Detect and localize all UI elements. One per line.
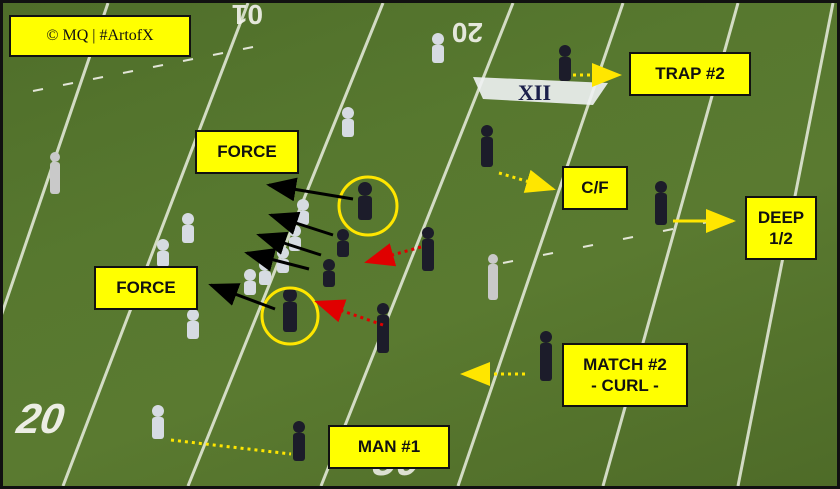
player-figure bbox=[244, 269, 256, 295]
label-man: MAN #1 bbox=[328, 425, 450, 469]
player-figure bbox=[293, 421, 305, 461]
field-logo: XII bbox=[473, 77, 608, 105]
player-figure bbox=[187, 309, 199, 339]
label-match-line1: MATCH #2 bbox=[583, 354, 667, 374]
player-figure bbox=[323, 259, 335, 287]
label-cf: C/F bbox=[562, 166, 628, 210]
player-figure bbox=[358, 182, 372, 220]
label-trap: TRAP #2 bbox=[629, 52, 751, 96]
player-figure bbox=[540, 331, 552, 381]
player-figure bbox=[152, 405, 164, 439]
player-figure bbox=[481, 125, 493, 167]
number-bottom-left: 20 bbox=[10, 396, 72, 443]
player-figure bbox=[297, 199, 309, 225]
football-field: 01 20 20 30 XII bbox=[3, 3, 835, 486]
player-figure bbox=[377, 303, 389, 353]
label-match-line2: - CURL - bbox=[591, 376, 659, 395]
label-deep: DEEP 1/2 bbox=[745, 196, 817, 260]
arrow-icon bbox=[266, 177, 354, 202]
player-figure bbox=[337, 229, 349, 257]
player-figure bbox=[50, 152, 60, 194]
blitz-arrows bbox=[314, 243, 422, 327]
number-top-left: 01 bbox=[232, 3, 263, 30]
force-arrows bbox=[208, 177, 354, 311]
label-force-bottom: FORCE bbox=[94, 266, 198, 310]
arrow-icon bbox=[170, 438, 292, 456]
number-top-right: 20 bbox=[452, 17, 483, 48]
player-figure bbox=[559, 45, 571, 81]
arrow-icon bbox=[314, 299, 384, 327]
label-deep-line1: DEEP bbox=[757, 207, 805, 227]
highlight-circle-icon bbox=[337, 175, 399, 237]
officials bbox=[50, 152, 498, 300]
player-figure bbox=[342, 107, 354, 137]
arrow-icon bbox=[268, 211, 334, 237]
player-figure bbox=[283, 288, 297, 332]
player-figure bbox=[655, 181, 667, 225]
arrow-icon bbox=[208, 283, 276, 311]
arrow-icon bbox=[256, 231, 322, 257]
arrow-icon bbox=[498, 169, 556, 193]
player-figure bbox=[182, 213, 194, 243]
coverage-arrows bbox=[170, 63, 736, 456]
arrow-icon bbox=[364, 243, 422, 267]
player-figure bbox=[488, 254, 498, 300]
label-force-top: FORCE bbox=[195, 130, 299, 174]
player-figure bbox=[432, 33, 444, 63]
offense-players bbox=[152, 33, 444, 439]
field-numbers: 01 20 20 30 bbox=[10, 3, 483, 485]
arrow-icon bbox=[244, 248, 310, 272]
watermark: © MQ | #ArtofX bbox=[9, 15, 191, 57]
label-deep-line2: 1/2 bbox=[769, 229, 793, 248]
label-match: MATCH #2 - CURL - bbox=[562, 343, 688, 407]
player-figure bbox=[259, 259, 271, 285]
hash-marks bbox=[32, 46, 714, 264]
player-figure bbox=[157, 239, 169, 267]
player-figure bbox=[422, 227, 434, 271]
svg-text:XII: XII bbox=[518, 80, 551, 105]
